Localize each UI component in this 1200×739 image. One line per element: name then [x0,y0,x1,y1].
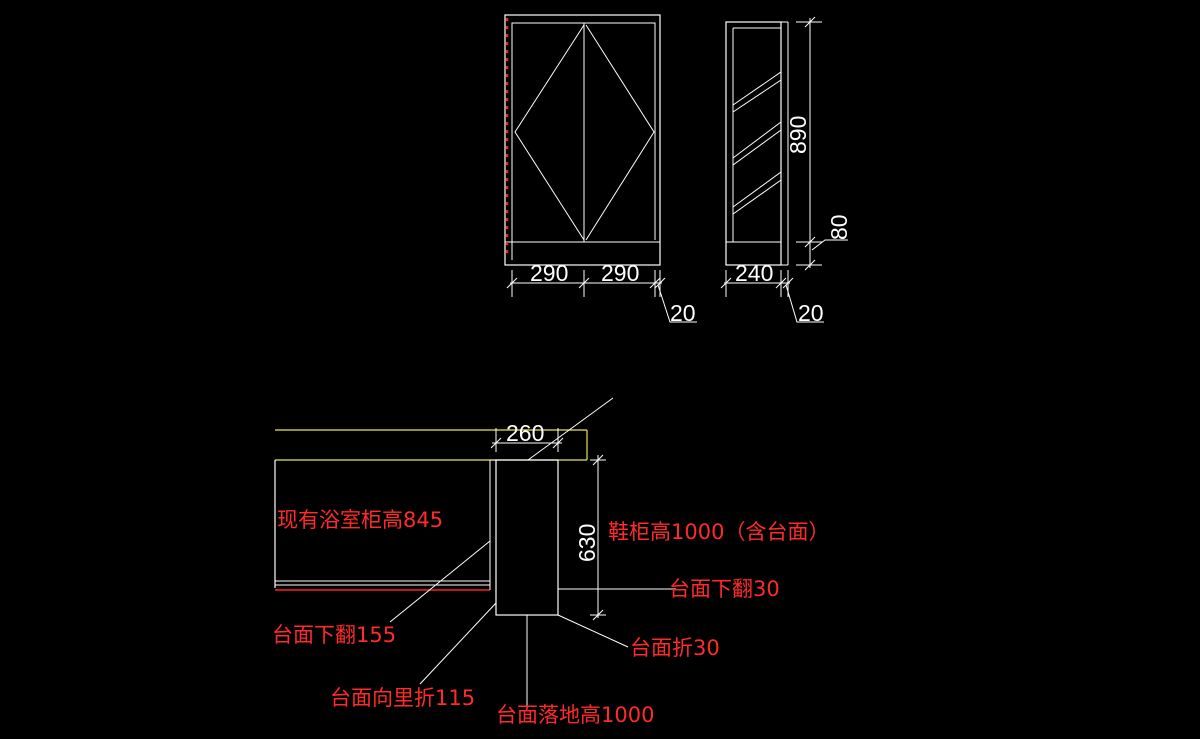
front-dim-tick-1 [506,277,518,289]
leader-fold-inward-115 [419,602,497,685]
side-vdim-tick-2 [804,236,816,248]
side-view: 240 20 890 80 [720,16,852,326]
side-dim-tick-2 [775,277,787,289]
leader-fold-down-155 [389,540,491,623]
side-vdim-leader [811,239,848,251]
front-view-outer-frame [504,14,661,266]
front-dim-left-value: 290 [530,260,568,286]
front-view-left-door-diamond [514,24,585,241]
side-dim-tick-3 [782,277,794,289]
front-dim-leader [657,284,697,323]
note-shoe-cabinet-height: 鞋柜高1000（含台面） [608,520,829,544]
front-dim-right-value: 290 [601,260,639,286]
side-dim-leader [785,284,824,323]
note-top-floor-height: 台面落地高1000 [496,703,654,727]
front-dim-tick-3 [649,277,661,289]
side-view-shelf-3 [732,171,782,215]
section-dim-depth-value: 260 [506,420,544,446]
section-dim-630-tick-1 [592,454,604,466]
section-dim-260-tick-1 [490,437,502,449]
section-dim-630-tick-2 [592,609,604,621]
side-view-shelf-2 [732,121,782,166]
note-top-fold-inward-115: 台面向里折115 [330,686,475,710]
section-view: 260 630 现有浴室柜高845 鞋柜高1000（含台面） 台面下翻30 台面… [272,397,829,727]
front-dim-tick-2 [578,277,590,289]
side-view-outer-frame [725,21,782,266]
section-dim-260-leader [527,397,614,461]
section-dim-260-tick-2 [552,437,564,449]
front-dim-tick-4 [654,277,666,289]
note-top-fold-30: 台面折30 [630,636,720,660]
front-view: 290 290 20 [504,14,697,326]
front-dim-edge-value: 20 [670,300,696,326]
side-vdim-tick-3 [804,259,816,271]
note-existing-cabinet: 现有浴室柜高845 [277,508,443,532]
leader-fold-30 [557,614,629,648]
side-dim-height-value: 890 [785,116,811,154]
section-dim-height-value: 630 [574,524,600,562]
note-top-fold-down-155: 台面下翻155 [272,623,396,647]
side-dim-edge-value: 20 [798,300,824,326]
side-dim-depth-value: 240 [735,260,773,286]
note-top-fold-down-30: 台面下翻30 [669,577,780,601]
front-view-right-door-diamond [585,24,655,241]
side-vdim-tick-1 [804,16,816,28]
side-dim-base-value: 80 [826,214,852,240]
side-view-shelf-1 [732,71,782,113]
side-dim-tick-1 [720,277,732,289]
